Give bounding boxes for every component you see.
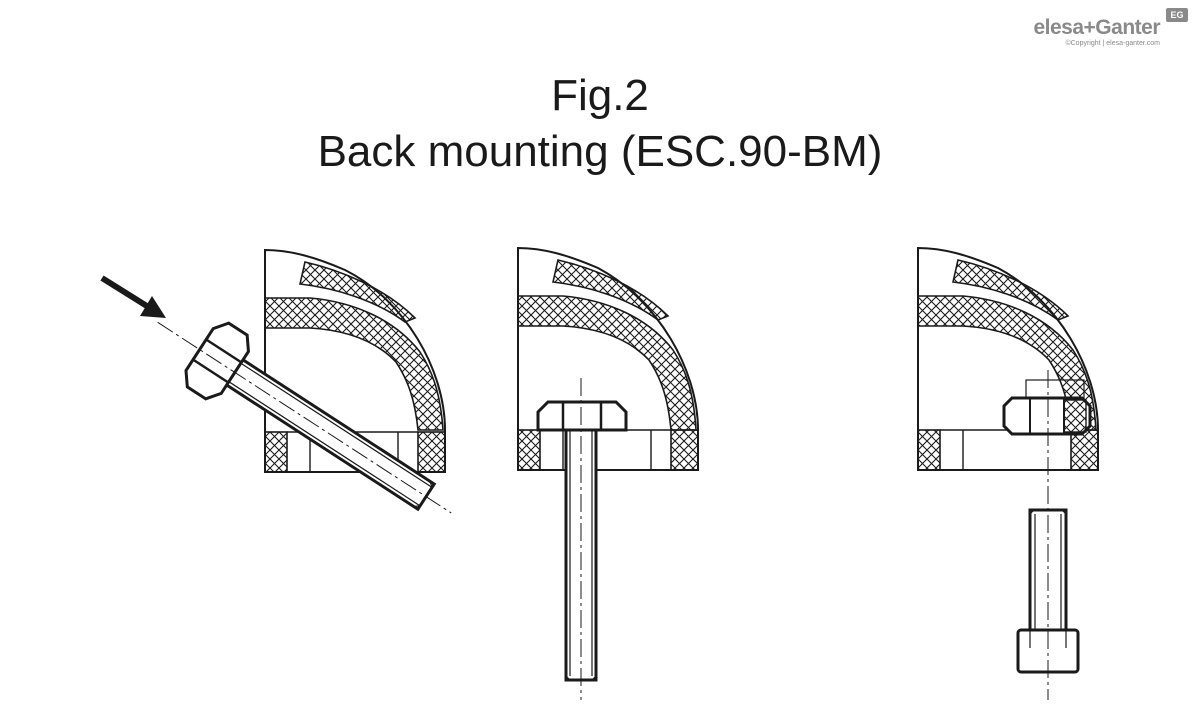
logo-badge: EG — [1166, 8, 1188, 22]
figure-heading: Fig.2 Back mounting (ESC.90-BM) — [0, 68, 1200, 180]
handle-housing-section — [917, 246, 1099, 471]
elesa-ganter-logo: elesa+Ganter EG ©Copyright | elesa-gante… — [1020, 8, 1190, 48]
tilted-hex-bolt — [157, 321, 452, 514]
step-3-socket-cap-screw — [917, 246, 1099, 700]
figure-label: Fig.2 — [551, 71, 649, 120]
step-1-tilted-insertion — [100, 248, 452, 514]
figure-title: Back mounting (ESC.90-BM) — [317, 127, 883, 176]
arrow-icon — [100, 275, 166, 318]
logo-copyright: ©Copyright | elesa-ganter.com — [1065, 40, 1160, 47]
socket-cap-screw — [1016, 370, 1080, 700]
handle-housing-section — [517, 246, 699, 471]
logo-wordmark: elesa+Ganter — [1033, 16, 1160, 39]
step-2-seated-bolt — [517, 246, 699, 700]
captive-hex-nut — [1002, 379, 1092, 436]
seated-hex-bolt — [536, 378, 628, 700]
